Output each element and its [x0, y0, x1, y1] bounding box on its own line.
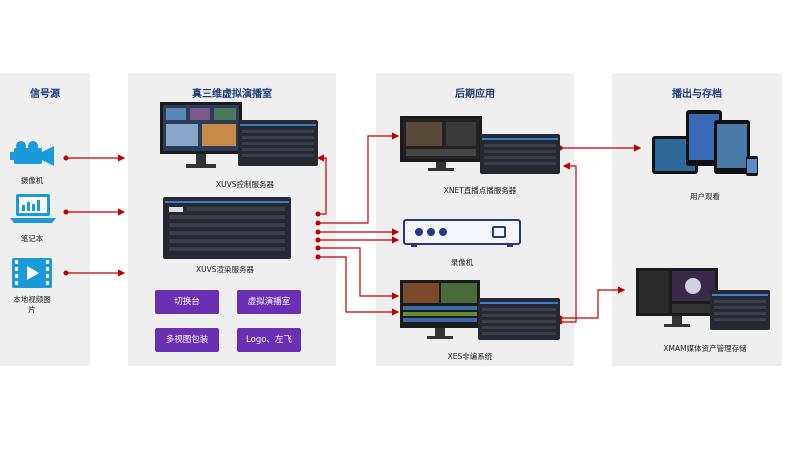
local-media-label: 本地视频图片 [13, 295, 51, 314]
xnet-monitor-icon [400, 116, 482, 171]
feature-switcher: 切换台 [155, 290, 219, 314]
video-file-icon [12, 258, 52, 288]
xmam-label: XMAM媒体资产管理存储 [663, 344, 747, 353]
studio-title: 真三维虚拟演播室 [192, 89, 272, 100]
feature-multiview: 多视图包装 [155, 328, 219, 352]
output-title: 播出与存档 [672, 89, 722, 100]
user-label: 用户观看 [690, 192, 720, 201]
xes-monitor-icon [400, 280, 480, 339]
laptop-icon [10, 194, 56, 223]
recorder-icon [403, 219, 521, 247]
post-title: 后期应用 [455, 89, 495, 100]
laptop-label: 笔记本 [20, 234, 44, 243]
source-title: 信号源 [30, 89, 60, 100]
xes-label: XES非编系统 [447, 352, 493, 361]
control-server-icon [238, 120, 318, 166]
camera-icon [10, 141, 54, 166]
xmam-monitor-icon [636, 268, 718, 327]
camera-label: 摄像机 [20, 176, 44, 185]
control-monitor-icon [160, 102, 242, 168]
user-devices-icon [652, 110, 758, 176]
xnet-server-icon [480, 134, 560, 174]
control-server-label: XUVS控制服务器 [215, 180, 275, 189]
xnet-label: XNET直播点播服务器 [443, 186, 517, 195]
render-server-icon [163, 197, 291, 259]
render-server-label: XUVS渲染服务器 [195, 265, 255, 274]
feature-logo: Logo、左飞 [237, 328, 301, 352]
xes-server-icon [478, 298, 560, 340]
xmam-server-icon [710, 290, 770, 330]
feature-virtual-studio: 虚拟演播室 [237, 290, 301, 314]
recorder-label: 录像机 [450, 258, 474, 267]
